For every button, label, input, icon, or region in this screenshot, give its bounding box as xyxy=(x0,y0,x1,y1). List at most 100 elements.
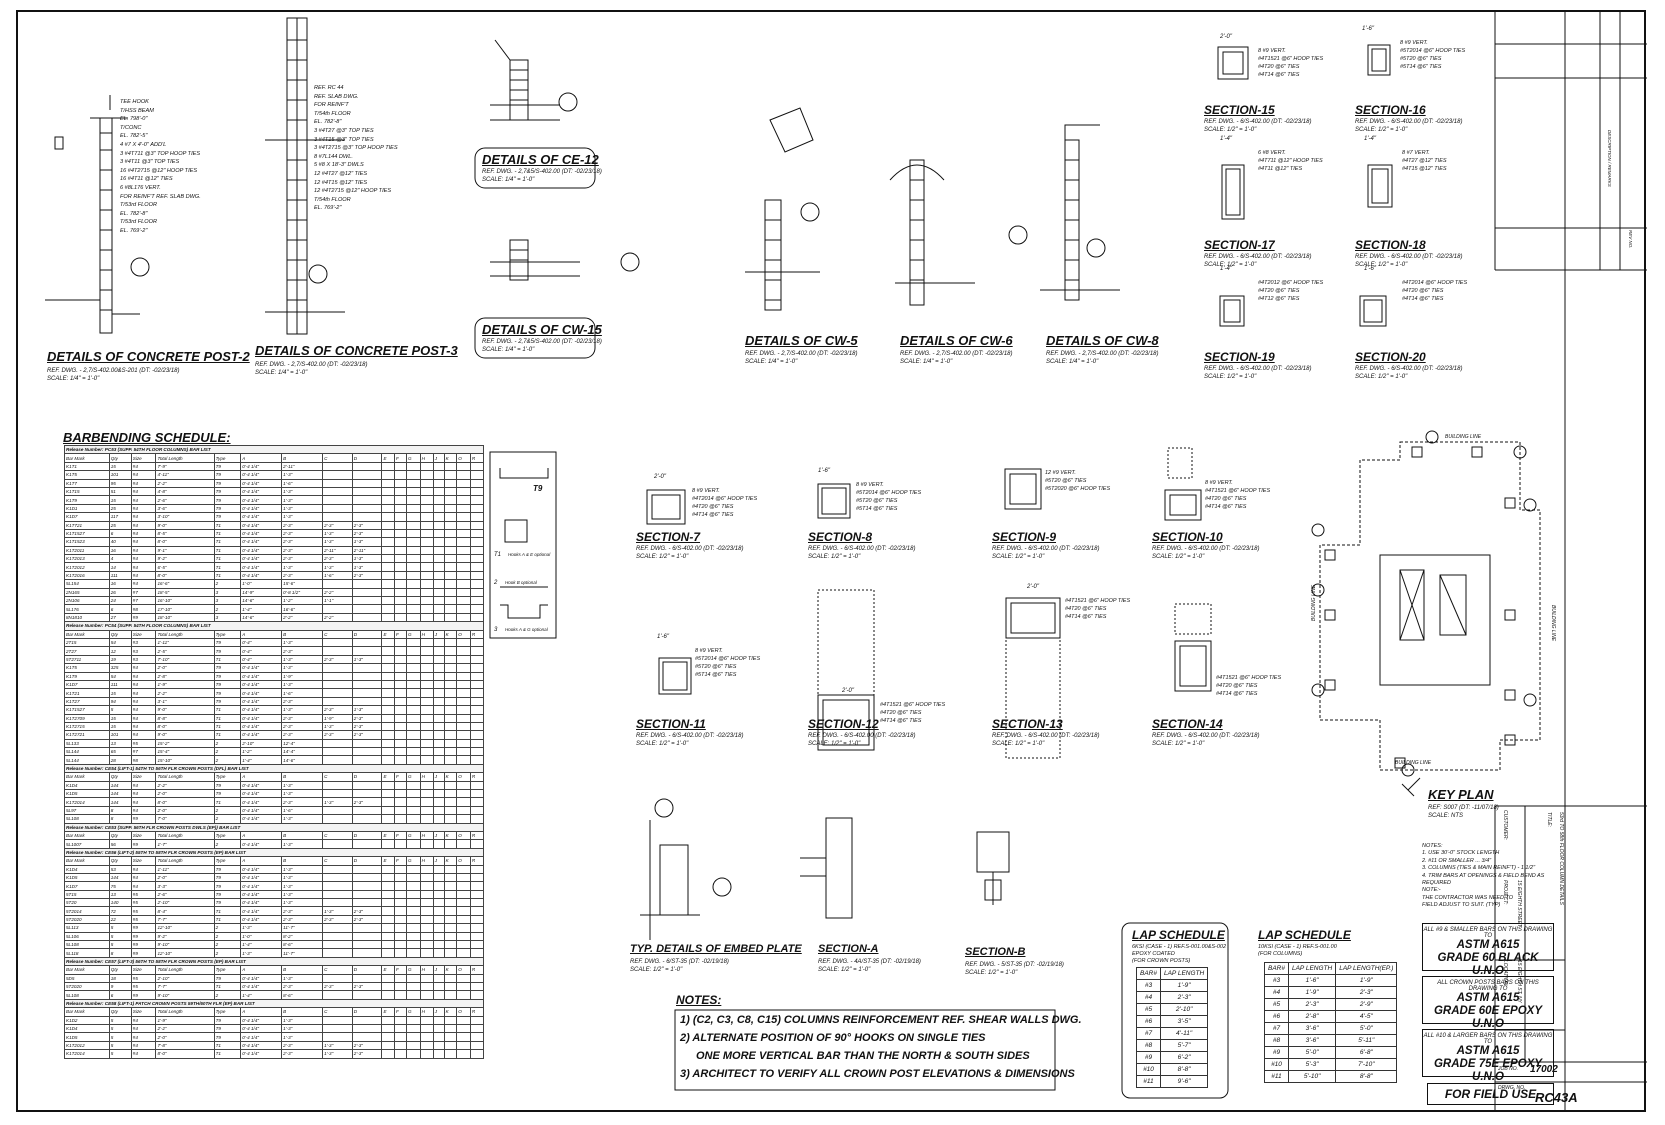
table-cell: #4 xyxy=(130,788,157,799)
table-cell: #7 xyxy=(130,587,157,598)
table-cell: 5 xyxy=(108,705,132,715)
header-cell: F xyxy=(394,965,408,975)
table-cell xyxy=(443,596,458,606)
section-ref: REF. DWG. - 6/S-402.00 (DT: -02/23/18) xyxy=(808,546,916,552)
header-cell: K xyxy=(443,1007,458,1017)
release-row: Release Number: CE54 (LIFT-1) 54TH TO 56… xyxy=(64,763,484,774)
table-cell xyxy=(381,721,396,732)
table-cell xyxy=(351,940,383,950)
table-cell xyxy=(432,654,445,665)
table-cell: T9 xyxy=(213,646,242,656)
table-cell xyxy=(381,486,396,497)
table-cell xyxy=(322,1032,353,1042)
table-cell xyxy=(351,671,383,681)
table-cell xyxy=(351,872,383,883)
table-cell xyxy=(443,554,458,564)
table-cell xyxy=(394,688,408,698)
table-cell xyxy=(469,679,485,690)
table-cell: 2'-3" xyxy=(322,705,353,715)
table-cell: #4 xyxy=(130,780,157,791)
table-cell xyxy=(469,503,485,514)
table-cell: 22 xyxy=(108,914,132,925)
table-cell: #4 xyxy=(130,688,157,698)
table-cell xyxy=(351,587,383,598)
table-cell xyxy=(381,637,396,648)
table-cell xyxy=(456,898,471,908)
post2-title: DETAILS OF CONCRETE POST-2 xyxy=(47,349,250,364)
table-cell xyxy=(381,604,396,614)
table-cell: 1'-3" xyxy=(281,864,324,874)
table-cell: 0'-4 1/4" xyxy=(240,461,283,472)
note-2b: ONE MORE VERTICAL BAR THAN THE NORTH & S… xyxy=(696,1050,1030,1062)
header-cell: B xyxy=(281,856,324,866)
table-cell xyxy=(469,788,485,799)
section-bar-label: #5T20 @6" TIES xyxy=(1045,478,1087,484)
grade-3-line1: ASTM A615 xyxy=(1456,1045,1520,1057)
section-bar-label: #5T2014 @6" HOOP TIES xyxy=(1400,48,1466,54)
table-cell xyxy=(322,461,353,472)
table-cell: #4 xyxy=(130,705,157,715)
table-cell xyxy=(469,864,485,874)
header-cell: H xyxy=(419,856,434,866)
table-cell xyxy=(394,562,408,572)
table-cell: 5L108 xyxy=(64,990,110,1000)
header-cell: Total Length xyxy=(155,629,215,640)
post3-ref: REF. DWG. - 2,7/S-402.00 (DT: -02/23/18) xyxy=(255,362,368,368)
section-bar-label: 8 #9 VERT. xyxy=(1205,480,1233,486)
table-cell: K1D7 xyxy=(64,881,110,891)
section-bar-label: 6 #8 VERT. xyxy=(1258,150,1286,156)
for-field-use-stamp: FOR FIELD USE xyxy=(1427,1083,1554,1105)
barbending-table: Release Number: PC53 (SUPP. 54TH FLOOR C… xyxy=(64,444,485,1059)
release-cell: Release Number: PC54 (SUPP. 54TH FLOOR C… xyxy=(64,621,484,631)
table-cell xyxy=(456,688,471,698)
table-cell: 2'-3" xyxy=(281,1049,324,1059)
table-cell xyxy=(419,780,434,791)
table-cell: 2'-2" xyxy=(155,478,215,488)
table-cell xyxy=(432,470,445,480)
table-cell xyxy=(443,747,458,757)
table-cell xyxy=(432,914,445,925)
table-cell xyxy=(443,461,458,472)
header-cell: Qty xyxy=(108,772,132,782)
section-bar-label: #4T1521 @6" HOOP TIES xyxy=(1216,675,1282,681)
table-cell: #5 xyxy=(130,898,157,908)
table-cell: 2'-5" xyxy=(155,646,215,656)
table-cell xyxy=(432,705,445,715)
table-cell xyxy=(469,478,485,488)
table-cell xyxy=(432,1032,445,1042)
header-cell: Type xyxy=(213,856,242,866)
grade-2-line2: GRADE 60E EPOXY U.N.O xyxy=(1433,1005,1542,1030)
table-cell xyxy=(394,596,408,606)
table-cell: T1 xyxy=(213,914,242,925)
lap1-cell: 9'-6" xyxy=(1159,1075,1209,1088)
lap2-cell: #8 xyxy=(1264,1034,1289,1047)
post2-label: TEE HOOK xyxy=(120,99,149,105)
table-cell: 0'-4 1/4" xyxy=(240,512,283,522)
table-cell xyxy=(394,587,408,598)
table-cell xyxy=(419,520,434,530)
table-cell xyxy=(469,612,485,623)
table-cell xyxy=(443,512,458,522)
table-cell xyxy=(322,814,353,824)
table-cell xyxy=(406,872,421,883)
table-cell: 6'-5" xyxy=(155,562,215,572)
header-cell: Type xyxy=(213,453,242,463)
section-bar-label: #5T2014 @6" HOOP TIES xyxy=(856,490,922,496)
table-cell xyxy=(351,696,383,707)
table-cell: T1 xyxy=(213,797,242,807)
lap2-cell: 3'-6" xyxy=(1287,1022,1337,1035)
table-cell: 9 xyxy=(108,981,132,992)
table-cell xyxy=(443,981,458,992)
table-cell xyxy=(381,545,396,556)
table-cell xyxy=(381,914,396,925)
table-cell xyxy=(419,663,434,673)
table-cell: T9 xyxy=(213,637,242,648)
lap2-cell: 5'-0" xyxy=(1335,1022,1398,1035)
table-cell: T9 xyxy=(213,503,242,514)
table-cell xyxy=(381,898,396,908)
table-cell xyxy=(406,805,421,816)
table-cell xyxy=(406,654,421,665)
